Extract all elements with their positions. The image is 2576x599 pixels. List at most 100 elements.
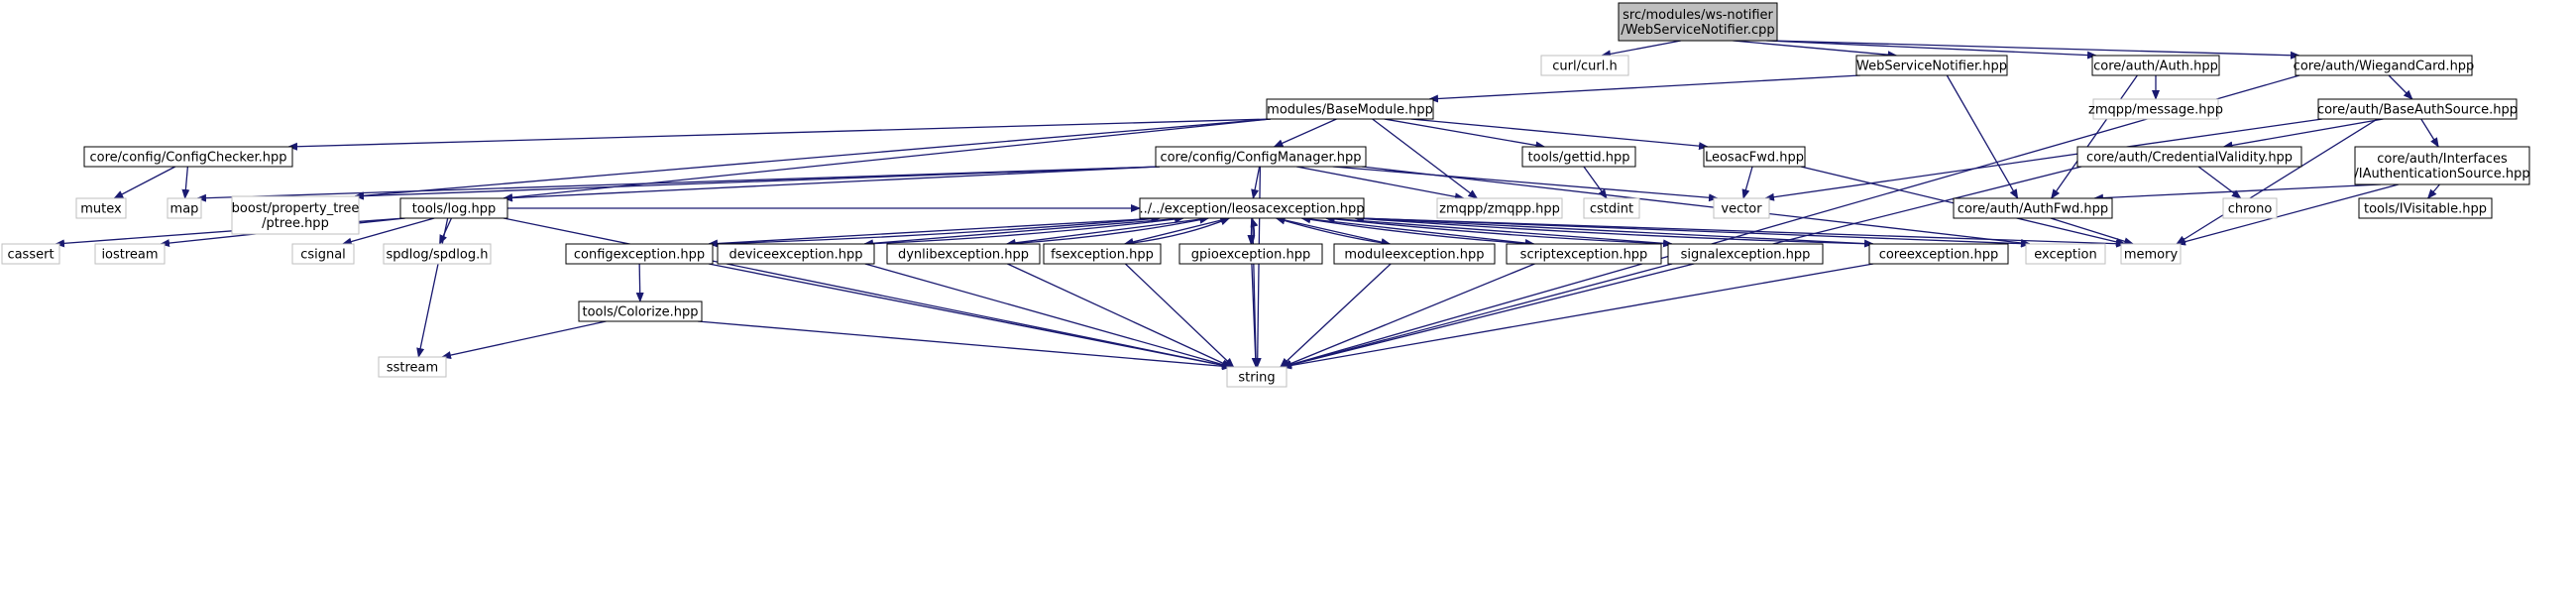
node-memory: memory xyxy=(2120,243,2182,265)
node-label-gettid: tools/gettid.hpp xyxy=(1528,151,1630,166)
node-string: string xyxy=(1226,366,1288,388)
node-zmqpp: zmqpp/zmqpp.hpp xyxy=(1436,197,1563,219)
node-box-auth xyxy=(2091,55,2220,76)
edge-leosacexc-to-fsexc xyxy=(1123,217,1230,246)
node-box-vector xyxy=(1713,197,1770,219)
node-label-iostream: iostream xyxy=(101,248,158,263)
node-box-cstdint xyxy=(1583,197,1640,219)
node-dynlibexc[interactable]: dynlibexception.hpp xyxy=(886,243,1041,265)
node-ptree: boost/property_tree/ptree.hpp xyxy=(231,195,360,235)
node-modexc[interactable]: moduleexception.hpp xyxy=(1333,243,1496,265)
node-box-ptree xyxy=(231,195,360,235)
node-box-wiegand xyxy=(2295,55,2473,76)
node-box-spdlog xyxy=(383,243,492,265)
node-label-cfgmanager: core/config/ConfigManager.hpp xyxy=(1160,151,1361,166)
edge-cfgmanager-to-exception xyxy=(1361,166,2031,247)
edge-wsn-to-authfwd xyxy=(1946,74,2019,199)
edge-cfgmanager-to-string xyxy=(1253,166,1262,368)
node-wiegand[interactable]: core/auth/WiegandCard.hpp xyxy=(2294,55,2475,76)
edge-cfgmanager-to-zmqpp xyxy=(1296,166,1465,201)
node-curl: curl/curl.h xyxy=(1540,55,1629,76)
edge-colorize-to-sstream xyxy=(441,320,607,359)
edge-root-to-wsn xyxy=(1733,40,1898,60)
node-colorize[interactable]: tools/Colorize.hpp xyxy=(578,300,703,322)
edge-authfwd-to-memory xyxy=(2050,217,2135,246)
edge-leosacexc-to-sigexc xyxy=(1325,217,1673,248)
edge-cfgexc-to-string xyxy=(708,263,1232,370)
node-label-cstdint: cstdint xyxy=(1590,202,1633,217)
edge-leosacexc-to-memory xyxy=(1359,217,2126,248)
node-scriptexc[interactable]: scriptexception.hpp xyxy=(1506,243,1662,265)
node-label-string: string xyxy=(1238,371,1275,386)
node-cstdint: cstdint xyxy=(1583,197,1640,219)
node-label-chrono: chrono xyxy=(2228,202,2273,217)
node-label-map: map xyxy=(170,202,199,217)
node-sigexc[interactable]: signalexception.hpp xyxy=(1667,243,1824,265)
node-box-credvalid xyxy=(2076,146,2302,168)
node-box-map xyxy=(167,197,202,219)
node-label-cfgexc: configexception.hpp xyxy=(574,248,705,263)
node-baseauthsrc[interactable]: core/auth/BaseAuthSource.hpp xyxy=(2317,98,2518,120)
edge-log-to-sstream xyxy=(416,217,449,358)
node-box-root xyxy=(1618,2,1778,42)
node-box-baseauthsrc xyxy=(2317,98,2518,120)
node-label-leosacfwd: LeosacFwd.hpp xyxy=(1705,151,1804,166)
edge-coreexc-to-string xyxy=(1282,263,1874,370)
node-root[interactable]: src/modules/ws-notifier/WebServiceNotifi… xyxy=(1618,2,1778,42)
node-box-wsn xyxy=(1855,55,2008,76)
edge-fsexc-to-leosacexc xyxy=(1124,217,1231,245)
node-label-auth: core/auth/Auth.hpp xyxy=(2093,60,2218,74)
node-authfwd[interactable]: core/auth/AuthFwd.hpp xyxy=(1953,197,2113,219)
edge-cfgchecker-to-mutex xyxy=(113,166,176,199)
node-box-mutex xyxy=(75,197,127,219)
edge-scriptexc-to-string xyxy=(1282,263,1535,368)
node-auth[interactable]: core/auth/Auth.hpp xyxy=(2091,55,2220,76)
node-label-sstream: sstream xyxy=(387,361,438,376)
node-devexc[interactable]: deviceexception.hpp xyxy=(717,243,875,265)
node-map: map xyxy=(167,197,202,219)
node-credvalid[interactable]: core/auth/CredentialValidity.hpp xyxy=(2076,146,2302,168)
node-basemodule[interactable]: modules/BaseModule.hpp xyxy=(1266,98,1434,120)
edge-devexc-to-string xyxy=(864,263,1232,369)
node-label-leosacexc: ../../exception/leosacexception.hpp xyxy=(1139,202,1364,217)
node-gpioexc[interactable]: gpioexception.hpp xyxy=(1178,243,1323,265)
node-coreexc[interactable]: coreexception.hpp xyxy=(1868,243,2009,265)
edges-layer xyxy=(55,40,2440,371)
node-ivisitable[interactable]: tools/IVisitable.hpp xyxy=(2358,197,2493,219)
edge-baseauthsrc-to-credvalid xyxy=(2222,118,2384,150)
node-box-cfgmanager xyxy=(1155,146,1367,168)
node-log[interactable]: tools/log.hpp xyxy=(399,197,508,219)
edge-sigexc-to-string xyxy=(1282,263,1673,369)
node-label-basemodule: modules/BaseModule.hpp xyxy=(1267,103,1433,118)
nodes-layer: src/modules/ws-notifier/WebServiceNotifi… xyxy=(1,2,2530,388)
node-leosacexc[interactable]: ../../exception/leosacexception.hpp xyxy=(1139,197,1365,219)
node-cfgmanager[interactable]: core/config/ConfigManager.hpp xyxy=(1155,146,1367,168)
node-box-exception xyxy=(2025,243,2106,265)
node-box-colorize xyxy=(578,300,703,322)
node-zmqmsg: zmqpp/message.hpp xyxy=(2088,98,2223,120)
node-label-coreexc: coreexception.hpp xyxy=(1879,248,1999,263)
edge-sigexc-to-leosacexc xyxy=(1324,214,1673,245)
node-fsexc[interactable]: fsexception.hpp xyxy=(1043,243,1162,265)
node-box-dynlibexc xyxy=(886,243,1041,265)
node-label-modexc: moduleexception.hpp xyxy=(1344,248,1484,263)
node-label-fsexc: fsexception.hpp xyxy=(1051,248,1154,263)
node-box-leosacexc xyxy=(1139,197,1365,219)
node-cfgchecker[interactable]: core/config/ConfigChecker.hpp xyxy=(83,146,293,168)
node-label-mutex: mutex xyxy=(80,202,122,217)
node-label-sigexc: signalexception.hpp xyxy=(1681,248,1811,263)
edge-iauthsrc-to-ivisitable xyxy=(2426,183,2440,199)
node-wsn[interactable]: WebServiceNotifier.hpp xyxy=(1855,55,2008,76)
node-leosacfwd[interactable]: LeosacFwd.hpp xyxy=(1703,146,1806,168)
edge-wiegand-to-baseauthsrc xyxy=(2388,74,2413,100)
node-iauthsrc[interactable]: core/auth/Interfaces/IAuthenticationSour… xyxy=(2354,146,2530,185)
edge-modexc-to-string xyxy=(1280,263,1392,368)
edge-log-to-csignal xyxy=(341,217,435,246)
node-gettid[interactable]: tools/gettid.hpp xyxy=(1521,146,1636,168)
node-cassert: cassert xyxy=(1,243,60,265)
edge-root-to-wiegand xyxy=(1772,40,2300,60)
node-cfgexc[interactable]: configexception.hpp xyxy=(565,243,714,265)
edge-root-to-curl xyxy=(1601,40,1682,59)
node-box-chrono xyxy=(2222,197,2278,219)
edge-gpioexc-to-leosacexc xyxy=(1250,217,1259,245)
